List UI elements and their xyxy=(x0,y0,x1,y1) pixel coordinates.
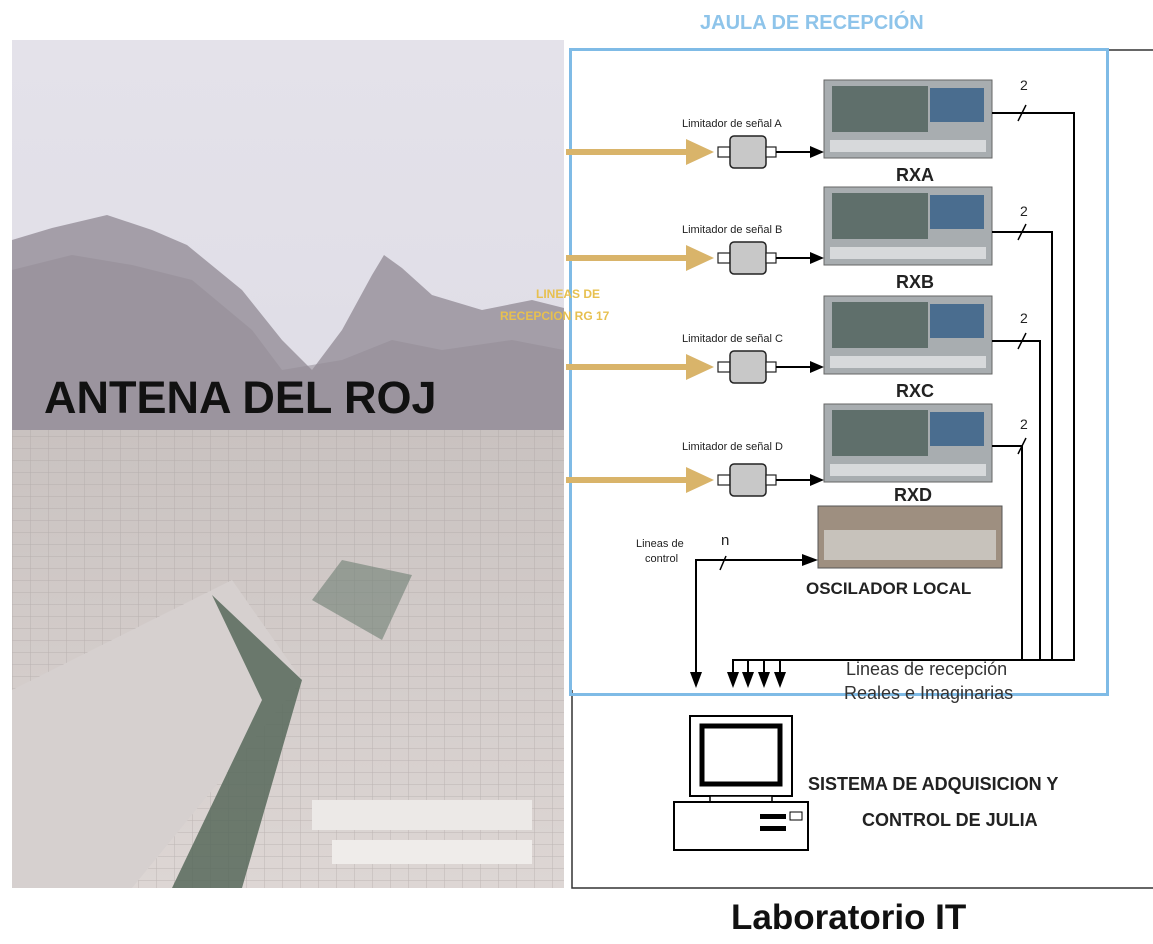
pc-button xyxy=(789,811,803,821)
rg17-label-line2: RECEPCION RG 17 xyxy=(500,309,610,323)
reception-lines-label-2: Reales e Imaginarias xyxy=(844,683,1014,703)
control-line xyxy=(695,559,802,672)
feed-arrowhead-a xyxy=(686,139,714,165)
cage-title: JAULA DE RECEPCIÓN xyxy=(700,12,924,34)
receiver-front-panel-b xyxy=(830,247,986,259)
reception-lines-label-1: Lineas de recepción xyxy=(846,659,1008,679)
bus-count-b: 2 xyxy=(1020,203,1028,219)
feed-arrowhead-b xyxy=(686,245,714,271)
control-line-arrowhead-pc xyxy=(690,672,702,688)
output-bus-c xyxy=(747,340,1041,672)
receiver-front-panel-d xyxy=(830,464,986,476)
output-bus-a xyxy=(779,112,1075,672)
limiter-box-d xyxy=(729,463,767,497)
limiter-connector-right-b xyxy=(765,252,777,264)
limiter-box-c xyxy=(729,350,767,384)
limiter-connector-left-c xyxy=(717,361,731,373)
limiter-label-b: Limitador de señal B xyxy=(682,224,783,236)
receiver-board-a xyxy=(832,86,928,132)
receiver-name-rxc: RXC xyxy=(896,381,935,401)
output-bus-arrowhead-a xyxy=(774,672,786,688)
output-bus-arrowhead-c xyxy=(742,672,754,688)
bus-count-d: 2 xyxy=(1020,416,1028,432)
reception-cage xyxy=(569,48,1109,696)
output-bus-d xyxy=(732,445,1023,672)
output-bus-b xyxy=(763,231,1053,672)
control-lines-label-2: control xyxy=(645,553,679,565)
limiter-box-a xyxy=(729,135,767,169)
control-lines-label-1: Lineas de xyxy=(636,538,684,550)
limiter-to-rx-arrowhead-d xyxy=(810,474,824,486)
receiver-board-c xyxy=(832,302,928,348)
bus-count-a: 2 xyxy=(1020,77,1028,93)
limiter-connector-left-b xyxy=(717,252,731,264)
limiter-label-c: Limitador de señal C xyxy=(682,333,783,345)
antenna-title: ANTENA DEL ROJ xyxy=(44,372,437,423)
feed-arrowhead-c xyxy=(686,354,714,380)
output-bus-arrowhead-d xyxy=(727,672,739,688)
limiter-box-b xyxy=(729,241,767,275)
receiver-board-b xyxy=(832,193,928,239)
receiver-module-c xyxy=(930,304,984,338)
lab-title: Laboratorio IT xyxy=(731,898,967,937)
bus-slash-b xyxy=(1017,223,1027,241)
control-line-arrowhead-oscillator xyxy=(802,554,818,566)
limiter-label-a: Limitador de señal A xyxy=(682,118,782,130)
limiter-connector-left-a xyxy=(717,146,731,158)
limiter-connector-right-c xyxy=(765,361,777,373)
receiver-front-panel-c xyxy=(830,356,986,368)
limiter-to-rx-arrowhead-a xyxy=(810,146,824,158)
receiver-name-rxa: RXA xyxy=(896,165,935,185)
limiter-to-rx-arrowhead-c xyxy=(810,361,824,373)
receiver-name-rxb: RXB xyxy=(896,272,935,292)
control-slash xyxy=(719,555,727,571)
limiter-connector-right-a xyxy=(765,146,777,158)
oscillator-front-panel xyxy=(824,530,996,560)
pc-drive-slot xyxy=(760,814,786,819)
bus-slash-d xyxy=(1017,437,1027,455)
limiter-connector-right-d xyxy=(765,474,777,486)
limiter-connector-left-d xyxy=(717,474,731,486)
bus-count-c: 2 xyxy=(1020,310,1028,326)
receiver-module-a xyxy=(930,88,984,122)
control-count: n xyxy=(721,532,730,549)
output-bus-arrowhead-b xyxy=(758,672,770,688)
feed-arrowhead-d xyxy=(686,467,714,493)
acquisition-label-2: CONTROL DE JULIA xyxy=(862,810,1038,830)
pc-screen xyxy=(699,723,783,787)
rg17-label-line1: LINEAS DE xyxy=(536,287,601,301)
receiver-module-d xyxy=(930,412,984,446)
receiver-front-panel-a xyxy=(830,140,986,152)
acquisition-label-1: SISTEMA DE ADQUISICION Y xyxy=(808,774,1059,794)
oscillator-label: OSCILADOR LOCAL xyxy=(806,579,972,598)
limiter-label-d: Limitador de señal D xyxy=(682,441,783,453)
receiver-board-d xyxy=(832,410,928,456)
bus-slash-c xyxy=(1017,332,1027,350)
antenna-photo xyxy=(12,40,564,888)
receiver-module-b xyxy=(930,195,984,229)
receiver-name-rxd: RXD xyxy=(894,485,933,505)
bus-slash-a xyxy=(1017,104,1027,122)
limiter-to-rx-arrowhead-b xyxy=(810,252,824,264)
pc-case xyxy=(673,801,809,851)
pc-drive-slot-2 xyxy=(760,826,786,831)
